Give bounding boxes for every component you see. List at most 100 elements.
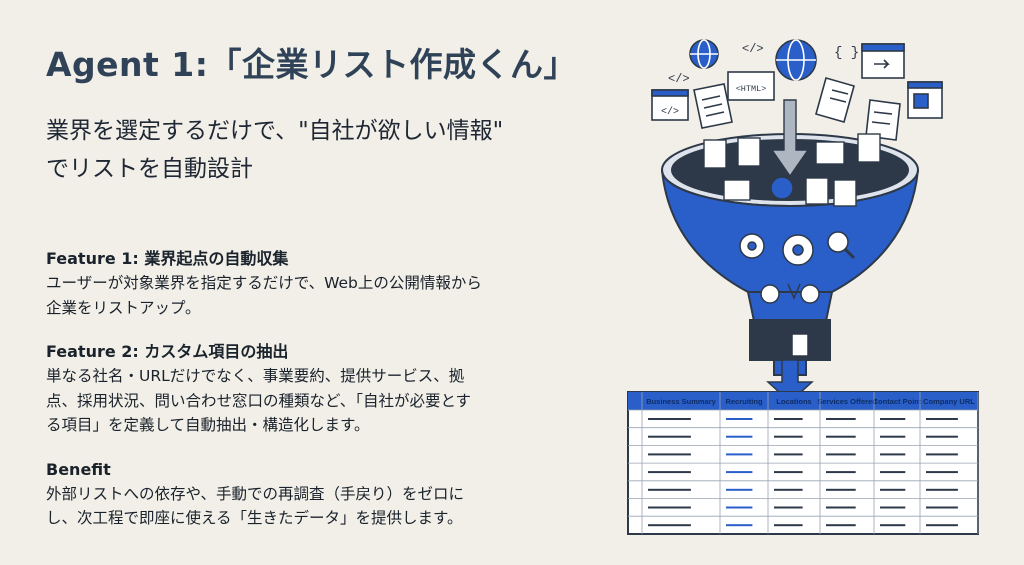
table-cell-placeholder xyxy=(826,453,856,456)
table-cell-placeholder xyxy=(648,471,691,474)
table-cell-placeholder xyxy=(726,435,753,438)
benefit-heading: Benefit xyxy=(46,459,111,479)
table-cell-placeholder xyxy=(648,453,691,456)
globe-icon xyxy=(770,176,794,200)
table-cell-placeholder xyxy=(826,471,856,474)
table-cell-placeholder xyxy=(880,488,906,491)
table-cell-placeholder xyxy=(926,524,958,527)
feature-1-line-2: 企業をリストアップ。 xyxy=(46,298,201,317)
magnifier-icon xyxy=(827,231,849,253)
benefit-line-1: 外部リストへの依存や、手動での再調査（手戻り）をゼロに xyxy=(46,484,465,503)
table-cell-placeholder xyxy=(880,435,906,438)
document-icon xyxy=(693,83,733,129)
table-header-cell: Contact Point xyxy=(873,397,922,406)
table-cell-placeholder xyxy=(826,506,856,509)
benefit: Benefit 外部リストへの依存や、手動での再調査（手戻り）をゼロに し、次工… xyxy=(46,457,606,531)
table-cell-placeholder xyxy=(926,453,958,456)
feature-2: Feature 2: カスタム項目の抽出 単なる社名・URLだけでなく、事業要約… xyxy=(46,339,606,438)
table-cell-placeholder xyxy=(726,488,753,491)
feature-1-line-1: ユーザーが対象業界を指定するだけで、Web上の公開情報から xyxy=(46,274,482,292)
document-icon xyxy=(857,133,881,163)
table-cell-placeholder xyxy=(774,506,803,509)
subtitle-line-1: 業界を選定するだけで、"自社が欲しい情報" xyxy=(46,118,504,144)
feature-2-line-3: る項目」を定義して自動抽出・構造化します。 xyxy=(46,416,370,434)
table-cell-placeholder xyxy=(926,418,958,420)
feature-1: Feature 1: 業界起点の自動収集 ユーザーが対象業界を指定するだけで、W… xyxy=(46,246,606,320)
table-header-cell: Business Summary xyxy=(646,397,716,406)
table-cell-placeholder xyxy=(926,435,958,438)
subtitle: 業界を選定するだけで、"自社が欲しい情報" でリストを自動設計 xyxy=(46,112,606,188)
code-window-icon xyxy=(815,141,845,165)
code-tag-label: </> xyxy=(661,106,679,118)
table-cell-placeholder xyxy=(826,524,856,527)
table-cell-placeholder xyxy=(648,524,691,527)
table-cell-placeholder xyxy=(926,471,958,474)
funnel-mini-icon xyxy=(787,283,801,300)
funnel-contents xyxy=(703,99,881,207)
funnel-illustration: <HTML> </> </> </> { } xyxy=(627,39,979,535)
page-title: Agent 1:「企業リスト作成くん」 xyxy=(46,45,577,84)
table-cell-placeholder xyxy=(826,418,856,420)
globe-icon xyxy=(775,39,817,81)
table-header-cell: Recruiting xyxy=(725,397,763,406)
code-brackets-icon: </> xyxy=(668,72,690,86)
html-tag-label: <HTML> xyxy=(736,84,767,94)
table-cell-placeholder xyxy=(774,418,803,420)
table-cell-placeholder xyxy=(648,418,691,420)
table-cell-placeholder xyxy=(880,418,906,420)
document-icon xyxy=(791,333,809,357)
braces-icon: { } xyxy=(834,45,859,61)
browser-window-icon xyxy=(907,81,943,119)
gear-icon xyxy=(760,284,780,304)
benefit-line-2: し、次工程で即座に使える「生きたデータ」を提供します。 xyxy=(46,509,463,527)
table-cell-placeholder xyxy=(880,524,906,527)
feature-list: Feature 1: 業界起点の自動収集 ユーザーが対象業界を指定するだけで、W… xyxy=(46,246,606,531)
feature-2-line-1: 単なる社名・URLだけでなく、事業要約、提供サービス、拠 xyxy=(46,367,465,385)
table-cell-placeholder xyxy=(774,524,803,527)
table-cell-placeholder xyxy=(726,506,753,509)
table-cell-placeholder xyxy=(726,524,753,527)
table-cell-placeholder xyxy=(880,471,906,474)
table-cell-placeholder xyxy=(726,418,753,420)
table-cell-placeholder xyxy=(726,471,753,474)
table-cell-placeholder xyxy=(774,488,803,491)
html-file-icon: <HTML> xyxy=(727,71,775,101)
feature-2-heading: Feature 2: カスタム項目の抽出 xyxy=(46,342,289,361)
table-cell-placeholder xyxy=(774,435,803,438)
table-cell-placeholder xyxy=(826,435,856,438)
table-header-cell: Services Offered xyxy=(817,397,877,406)
table-header-cell: Locations xyxy=(776,397,811,406)
processing-icons xyxy=(739,231,856,304)
table-cell-placeholder xyxy=(926,488,958,491)
code-window-icon: </> xyxy=(651,89,689,121)
table-cell-placeholder xyxy=(826,488,856,491)
table-cell-placeholder xyxy=(648,506,691,509)
table-cell-placeholder xyxy=(880,506,906,509)
document-icon xyxy=(865,99,901,141)
subtitle-line-2: でリストを自動設計 xyxy=(46,156,253,182)
table-cell-placeholder xyxy=(648,488,691,491)
document-icon xyxy=(815,77,855,123)
code-window-icon xyxy=(723,179,751,201)
table-header-cell: Company URL xyxy=(923,397,975,406)
output-table: Business Summary Recruiting Locations Servi… xyxy=(627,391,979,535)
table-cell-placeholder xyxy=(774,453,803,456)
table-cell-placeholder xyxy=(774,471,803,474)
code-brackets-icon: </> xyxy=(742,42,764,56)
document-icon xyxy=(833,179,857,207)
document-icon xyxy=(805,177,829,205)
text-panel: Agent 1:「企業リスト作成くん」 業界を選定するだけで、"自社が欲しい情報… xyxy=(46,38,606,550)
globe-icon xyxy=(689,39,719,69)
web-icons: <HTML> </> </> </> { } xyxy=(651,39,943,141)
feature-1-heading: Feature 1: 業界起点の自動収集 xyxy=(46,249,289,268)
gear-icon xyxy=(800,284,820,304)
table-cell-placeholder xyxy=(726,453,753,456)
table-body xyxy=(628,392,979,534)
table-cell-placeholder xyxy=(926,506,958,509)
table-cell-placeholder xyxy=(880,453,906,456)
down-arrow-icon xyxy=(770,99,810,178)
table-header-row: Business Summary Recruiting Locations Servi… xyxy=(646,397,975,406)
document-icon xyxy=(737,137,761,167)
browser-window-icon xyxy=(861,43,905,79)
document-icon xyxy=(703,139,727,169)
